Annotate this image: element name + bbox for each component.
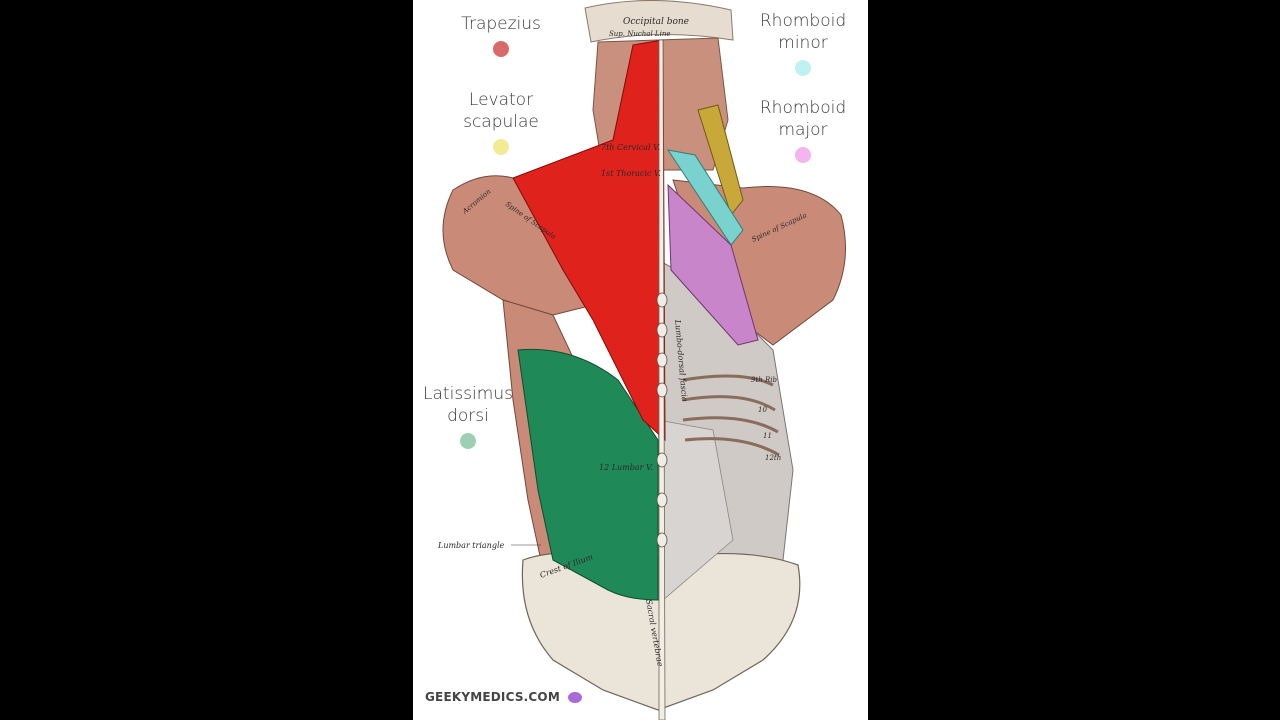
label-occipital-bone: Occipital bone [623,17,689,27]
label-lumbar-triangle: Lumbar triangle [437,541,505,550]
label-cervical-v: 7th Cervical V. [601,143,660,152]
label-rib-11: 11 [763,432,772,440]
legend-rhomboid-minor-dot [795,60,811,76]
back-muscles-illustration: Occipital bone Sup. Nuchal Line 7th Cerv… [437,0,846,720]
levator-scapulae-muscle [697,104,744,217]
legend-trapezius-dot [493,41,509,57]
legend-rhomboid-minor: Rhomboid minor [750,10,856,76]
legend-levator-scapulae-dot [493,139,509,155]
label-rib-9: 9th Rib [751,376,778,384]
brain-icon [568,692,583,703]
rhomboid-minor-muscle [666,149,744,246]
label-rib-12: 12th [765,454,781,462]
diagram-panel: Occipital bone Sup. Nuchal Line 7th Cerv… [413,0,868,720]
legend-rhomboid-major: Rhomboid major [750,97,856,163]
legend-levator-scapulae: Levator scapulae [448,89,554,155]
label-superior-nuchal-line: Sup. Nuchal Line [609,30,670,38]
legend-latissimus-dorsi: Latissimus dorsi [415,383,521,449]
legend-rhomboid-major-label: Rhomboid major [759,98,847,140]
legend-rhomboid-major-dot [795,147,811,163]
watermark: GEEKYMEDICS.COM [425,690,583,704]
watermark-text: GEEKYMEDICS.COM [425,690,560,704]
occipital-bone [584,0,734,43]
legend-trapezius: Trapezius [448,13,554,57]
legend-latissimus-dorsi-dot [460,433,476,449]
legend-trapezius-label: Trapezius [461,14,541,34]
legend-levator-scapulae-label: Levator scapulae [463,90,539,132]
ribs-right [682,374,780,457]
legend-latissimus-dorsi-label: Latissimus dorsi [423,384,513,426]
legend-rhomboid-minor-label: Rhomboid minor [759,11,847,53]
spinous-processes [656,292,668,548]
label-thoracic-v: 1st Thoracic V. [601,169,661,178]
label-lumbar-v: 12 Lumbar V. [599,463,653,472]
latissimus-dorsi-muscle [517,348,659,601]
vertebral-column [658,39,666,720]
label-rib-10: 10 [758,406,767,414]
rhomboid-major-muscle [667,183,759,346]
